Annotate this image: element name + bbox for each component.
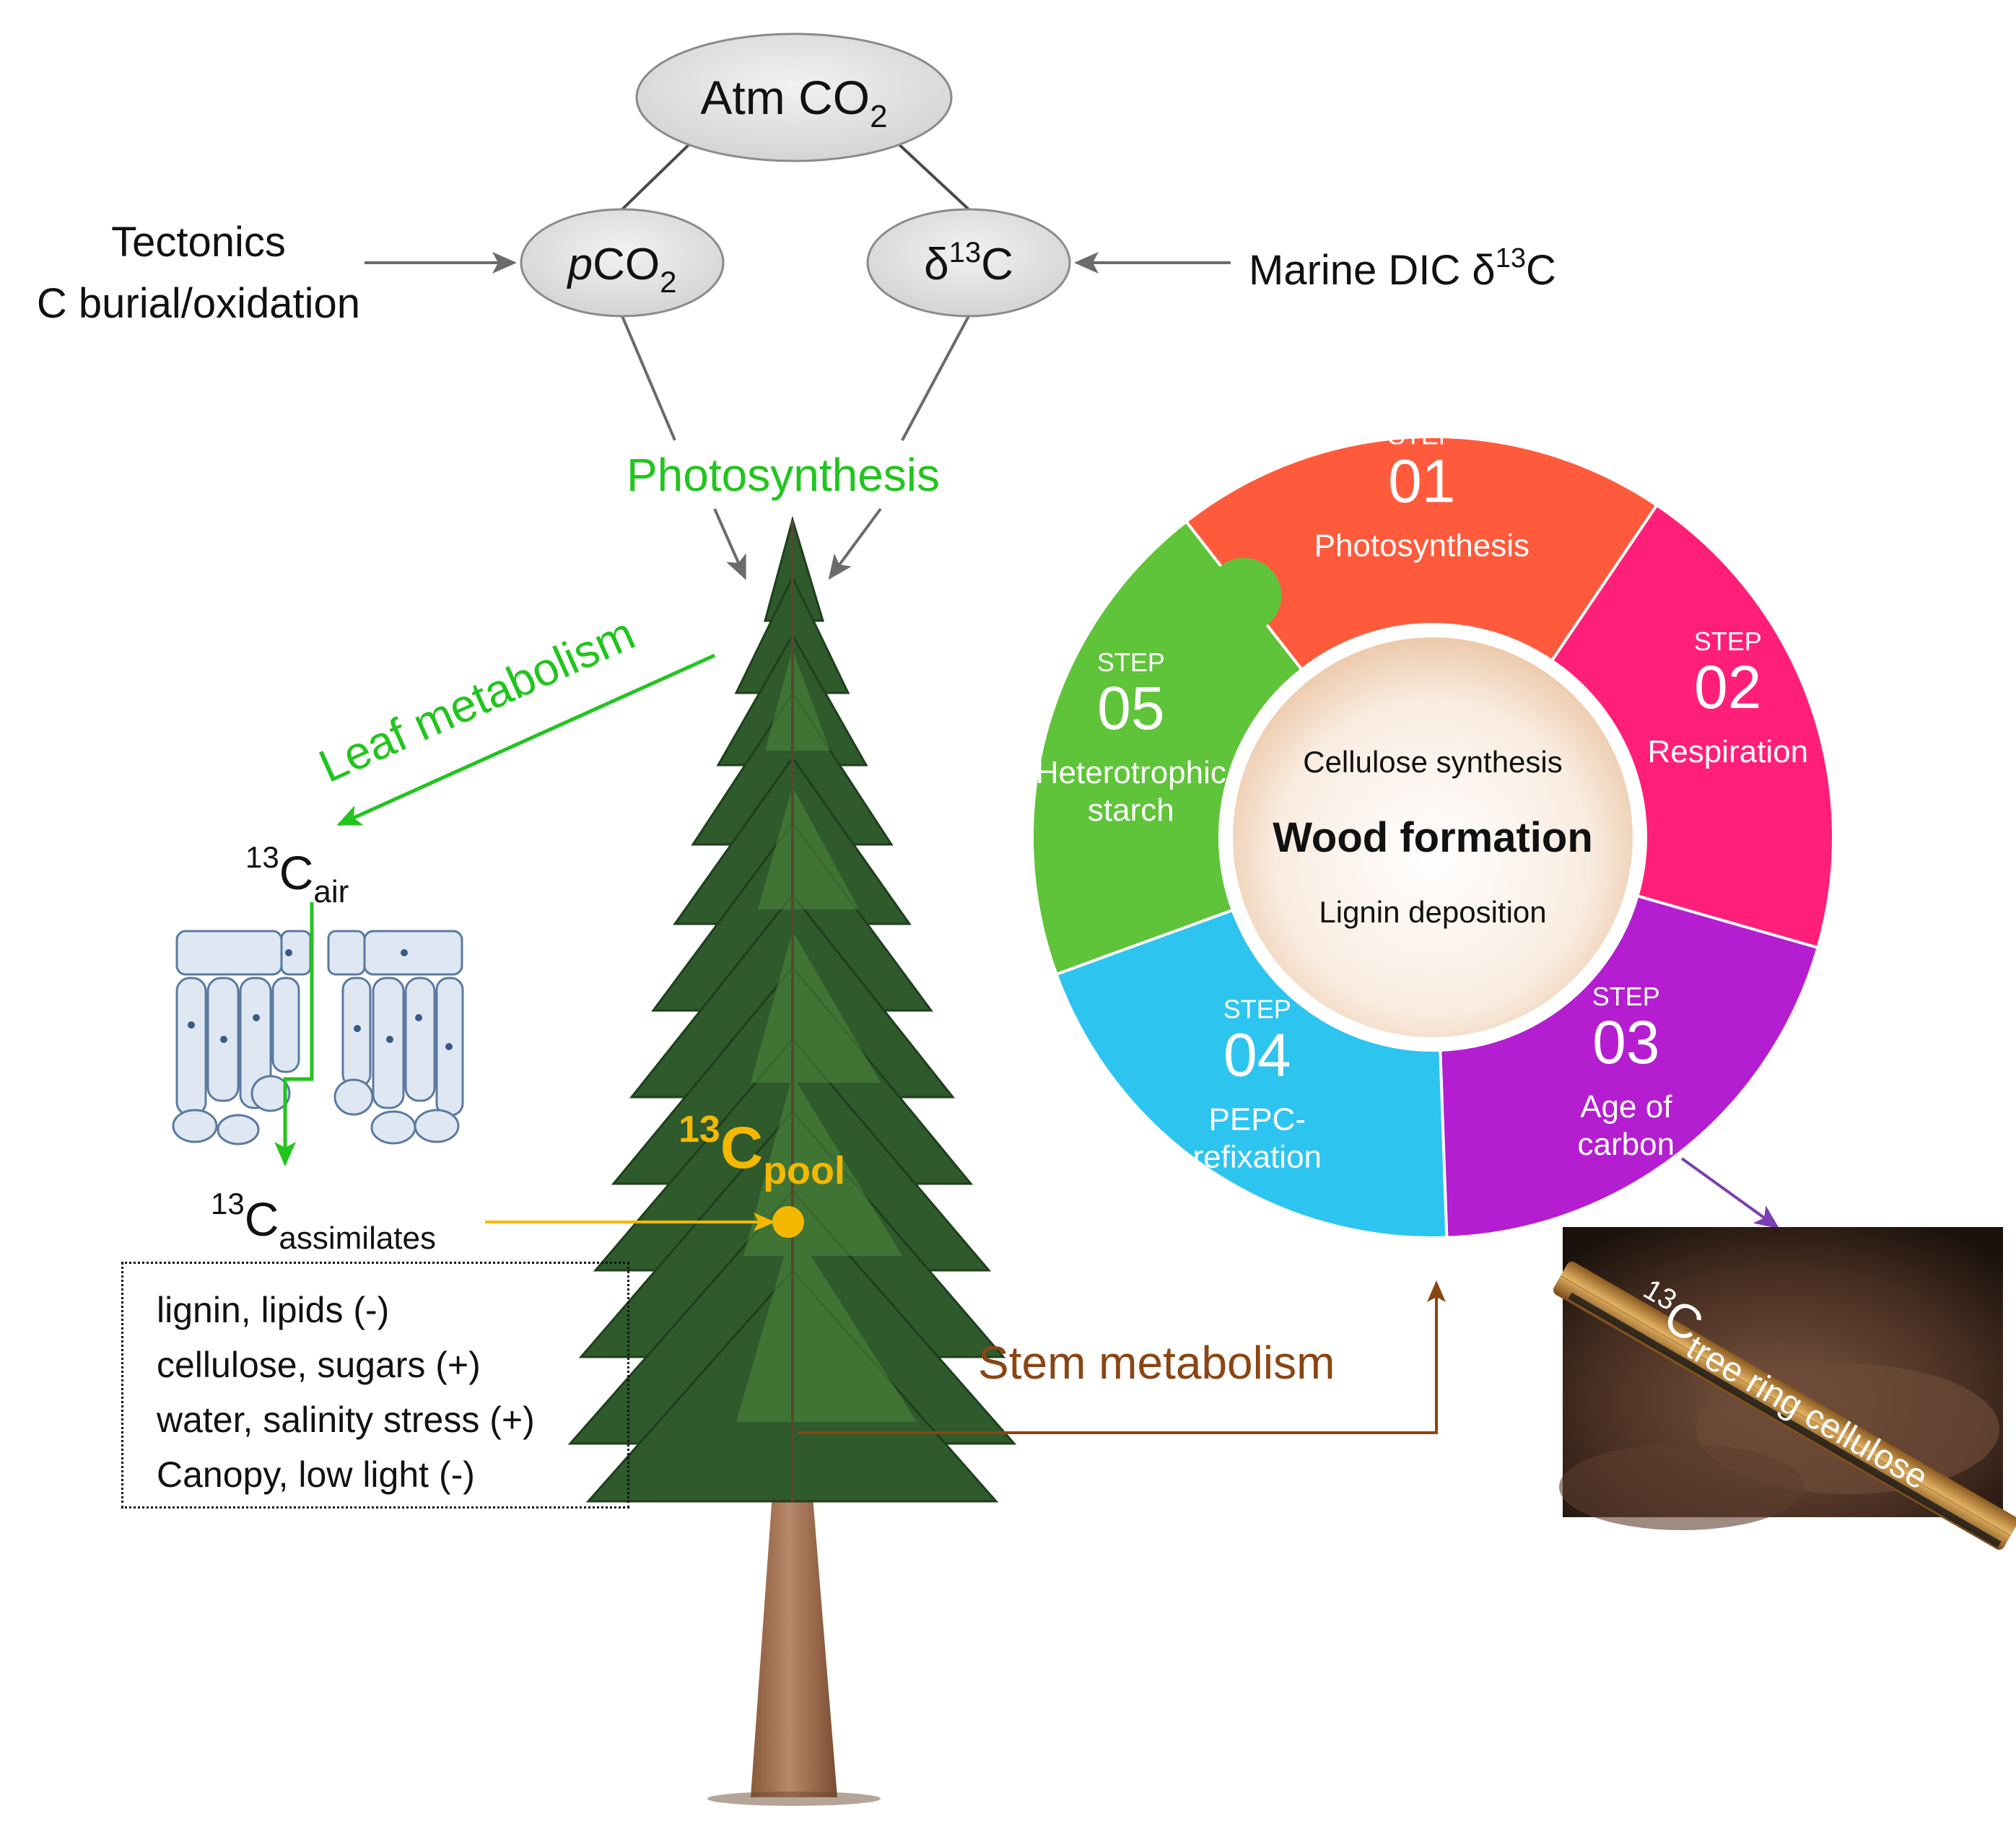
step-word: STEP [1388, 420, 1456, 450]
step-number: 04 [1223, 1021, 1291, 1089]
step-label: PEPC- [1209, 1102, 1306, 1138]
atm-co2-node [635, 32, 953, 162]
diffusion-path-arrow [274, 902, 314, 1166]
pco2-label: pCO2 [567, 240, 677, 299]
step-label: Heterotrophic [1036, 755, 1226, 790]
c-pool-dot [772, 1206, 804, 1238]
c-burial-label: C burial/oxidation [37, 280, 360, 327]
step-number: 01 [1388, 447, 1455, 515]
cycle-segment-04 [1054, 908, 1449, 1239]
stem-metabolism-arrow [798, 1280, 1446, 1434]
stem-metabolism-label: Stem metabolism [978, 1337, 1335, 1389]
step-word: STEP [1097, 647, 1165, 677]
photo-arrow-right [828, 507, 882, 580]
leaf-cross-section [172, 930, 464, 1145]
cycle-segment-02 [1550, 503, 1835, 950]
cycle-segment-01 [1184, 435, 1659, 672]
tectonics-label: Tectonics [111, 219, 286, 266]
tree-illustration [567, 515, 1017, 1806]
step-label: carbon [1578, 1127, 1675, 1162]
step-label: starch [1088, 793, 1174, 828]
factors-box: lignin, lipids (-) cellulose, sugars (+)… [121, 1262, 629, 1509]
wood-formation-cycle: Cellulose synthesis Wood formation Ligni… [1031, 420, 1835, 1239]
cycle-center-top: Cellulose synthesis [1303, 745, 1563, 779]
cycle-center-title: Wood formation [1273, 814, 1593, 861]
drivers: Tectonics C burial/oxidation Marine DIC … [37, 219, 1556, 327]
photosynthesis-label: Photosynthesis [627, 449, 940, 501]
c-pool-label: 13Cpool [678, 1109, 845, 1192]
cycle-segment-03 [1439, 894, 1820, 1239]
c-assimilates-label: 13Cassimilates [211, 1187, 436, 1256]
cycle-center-bottom: Lignin deposition [1319, 895, 1546, 929]
leaf-metabolism-arrow [336, 653, 716, 826]
tree-ring-core-photo: 13Ctree ring cellulose [1553, 1227, 2016, 1550]
step-label: Respiration [1647, 734, 1808, 769]
d13c-node [866, 208, 1071, 318]
factor-item: water, salinity stress (+) [157, 1400, 535, 1440]
step-word: STEP [1592, 982, 1660, 1011]
step-word: STEP [1694, 627, 1762, 656]
leaf-metabolism-label: Leaf metabolism [311, 607, 642, 793]
cycle-center-disc [1226, 630, 1640, 1044]
d13c-label: δ13C [924, 237, 1013, 289]
step-word: STEP [1223, 995, 1291, 1024]
step-label: Photosynthesis [1314, 528, 1530, 563]
cycle-to-core-arrow [1680, 1157, 1780, 1229]
cycle-step-labels: STEP01PhotosynthesisSTEP02RespirationSTE… [1036, 420, 1808, 1174]
cycle-segment-05 [1031, 519, 1304, 977]
atmosphere-network: Atm CO2 pCO2 δ13C [520, 32, 1071, 441]
puzzle-knob [1206, 558, 1282, 634]
c-air-label: 13Cair [245, 840, 349, 909]
photo-arrow-left [713, 508, 746, 580]
step-number: 03 [1592, 1008, 1659, 1076]
atm-co2-label: Atm CO2 [700, 71, 887, 134]
step-label: Age of [1580, 1089, 1672, 1125]
factor-item: cellulose, sugars (+) [157, 1345, 481, 1385]
factor-item: lignin, lipids (-) [157, 1290, 390, 1330]
pco2-node [520, 208, 725, 318]
step-number: 05 [1097, 674, 1164, 742]
cycle-ring [1031, 435, 1835, 1239]
factor-item: Canopy, low light (-) [157, 1454, 475, 1495]
step-label: refixation [1192, 1140, 1322, 1175]
marine-dic-label: Marine DIC δ13C [1249, 243, 1556, 294]
step-number: 02 [1694, 653, 1761, 721]
leaf-cell-dots [188, 949, 453, 1050]
